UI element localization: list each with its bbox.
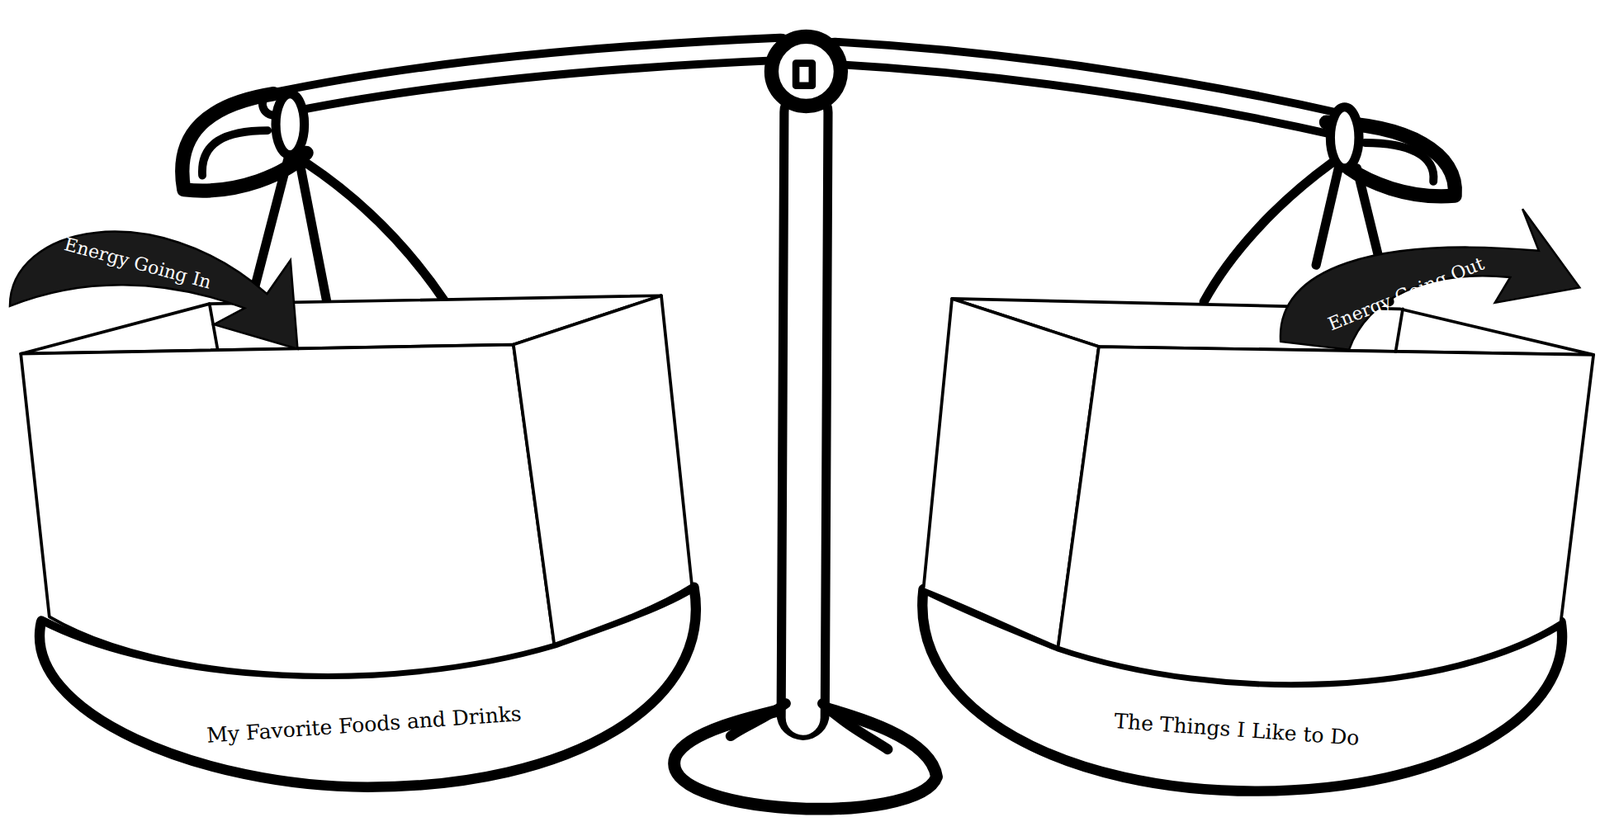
right-hanger-knot xyxy=(1330,107,1359,169)
left-box-side xyxy=(513,295,692,644)
arrow-path xyxy=(1280,208,1580,351)
energy-in-arrow: Energy Going In xyxy=(5,189,302,354)
left-box-front xyxy=(20,345,554,676)
left-hanger-knot xyxy=(275,94,305,156)
right-box-inner-edge xyxy=(1395,308,1403,352)
foods-pan-label-area: My Favorite Foods and Drinks xyxy=(102,693,634,755)
pivot-hole xyxy=(795,63,813,86)
right-box-front xyxy=(1058,346,1595,684)
activities-pan-label-area: The Things I Like to Do xyxy=(979,699,1501,761)
left-hanger-inner xyxy=(202,130,268,176)
scale-post-flare xyxy=(730,703,888,750)
scale-post-fill xyxy=(803,112,807,719)
pan-label: The Things I Like to Do xyxy=(1113,709,1361,751)
right-hanger-inner xyxy=(1364,142,1434,182)
pivot-ring xyxy=(771,36,841,106)
arrow-path xyxy=(9,231,299,350)
pan-label: My Favorite Foods and Drinks xyxy=(206,701,523,748)
energy-out-arrow: Energy Going Out xyxy=(1275,203,1584,356)
left-box-inner-edge xyxy=(209,303,218,351)
